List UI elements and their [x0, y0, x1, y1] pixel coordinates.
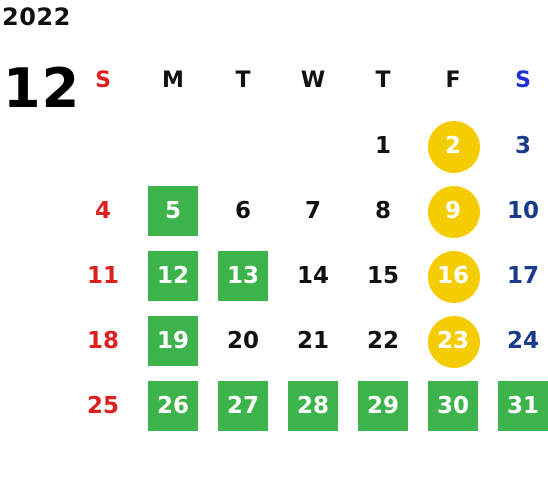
- calendar-day[interactable]: 18: [68, 308, 138, 373]
- calendar-day[interactable]: 21: [278, 308, 348, 373]
- day-number: 15: [366, 262, 399, 289]
- day-number: 16: [436, 262, 469, 289]
- day-number: 4: [94, 197, 111, 224]
- calendar-day[interactable]: 19: [138, 308, 208, 373]
- month-number: 12: [3, 57, 81, 120]
- calendar-day[interactable]: 15: [348, 243, 418, 308]
- weekday-header: S: [515, 68, 531, 93]
- calendar-day[interactable]: 26: [138, 373, 208, 438]
- calendar-day[interactable]: 28: [278, 373, 348, 438]
- day-number: 13: [226, 262, 259, 289]
- day-number: 30: [436, 392, 469, 419]
- calendar-day[interactable]: 5: [138, 178, 208, 243]
- calendar-day[interactable]: 11: [68, 243, 138, 308]
- calendar-day[interactable]: 14: [278, 243, 348, 308]
- day-number: 24: [506, 327, 539, 354]
- day-number: 18: [86, 327, 119, 354]
- day-number: 19: [156, 327, 189, 354]
- weekday-header: W: [300, 68, 326, 93]
- day-number: 23: [436, 327, 469, 354]
- day-number: 3: [514, 132, 531, 159]
- calendar-day[interactable]: 31: [488, 373, 548, 438]
- day-number: 31: [506, 392, 539, 419]
- day-number: 5: [164, 197, 181, 224]
- calendar-day[interactable]: 2: [418, 113, 488, 178]
- calendar-day[interactable]: 12: [138, 243, 208, 308]
- calendar-day[interactable]: 6: [208, 178, 278, 243]
- day-number: 7: [304, 197, 321, 224]
- calendar-day[interactable]: 8: [348, 178, 418, 243]
- day-number: 6: [234, 197, 251, 224]
- calendar-day[interactable]: 24: [488, 308, 548, 373]
- calendar-day[interactable]: 25: [68, 373, 138, 438]
- weekday-header: S: [95, 68, 111, 93]
- day-number: 9: [444, 197, 461, 224]
- weekday-header: T: [375, 68, 391, 93]
- day-number: 12: [156, 262, 189, 289]
- calendar-day[interactable]: 10: [488, 178, 548, 243]
- calendar-day[interactable]: 27: [208, 373, 278, 438]
- weekday-header: T: [235, 68, 251, 93]
- day-number: 20: [226, 327, 259, 354]
- calendar-day[interactable]: 23: [418, 308, 488, 373]
- day-number: 10: [506, 197, 539, 224]
- day-number: 29: [366, 392, 399, 419]
- calendar-day[interactable]: 3: [488, 113, 548, 178]
- calendar-day[interactable]: 22: [348, 308, 418, 373]
- day-number: 22: [366, 327, 399, 354]
- year-label: 2022: [2, 3, 71, 31]
- day-number: 2: [444, 132, 461, 159]
- calendar-day[interactable]: 16: [418, 243, 488, 308]
- day-number: 14: [296, 262, 329, 289]
- calendar-day[interactable]: 20: [208, 308, 278, 373]
- day-number: 28: [296, 392, 329, 419]
- day-number: 25: [86, 392, 119, 419]
- calendar-day[interactable]: 13: [208, 243, 278, 308]
- calendar-day[interactable]: 30: [418, 373, 488, 438]
- day-number: 21: [296, 327, 329, 354]
- weekday-header: F: [445, 68, 461, 93]
- day-number: 11: [86, 262, 119, 289]
- day-number: 1: [374, 132, 391, 159]
- calendar-day[interactable]: 9: [418, 178, 488, 243]
- calendar-day[interactable]: 4: [68, 178, 138, 243]
- calendar-day[interactable]: 29: [348, 373, 418, 438]
- day-number: 17: [506, 262, 539, 289]
- calendar-day[interactable]: 17: [488, 243, 548, 308]
- day-number: 8: [374, 197, 391, 224]
- calendar-day[interactable]: 7: [278, 178, 348, 243]
- calendar-day[interactable]: 1: [348, 113, 418, 178]
- day-number: 26: [156, 392, 189, 419]
- weekday-header: M: [162, 68, 184, 93]
- day-number: 27: [226, 392, 259, 419]
